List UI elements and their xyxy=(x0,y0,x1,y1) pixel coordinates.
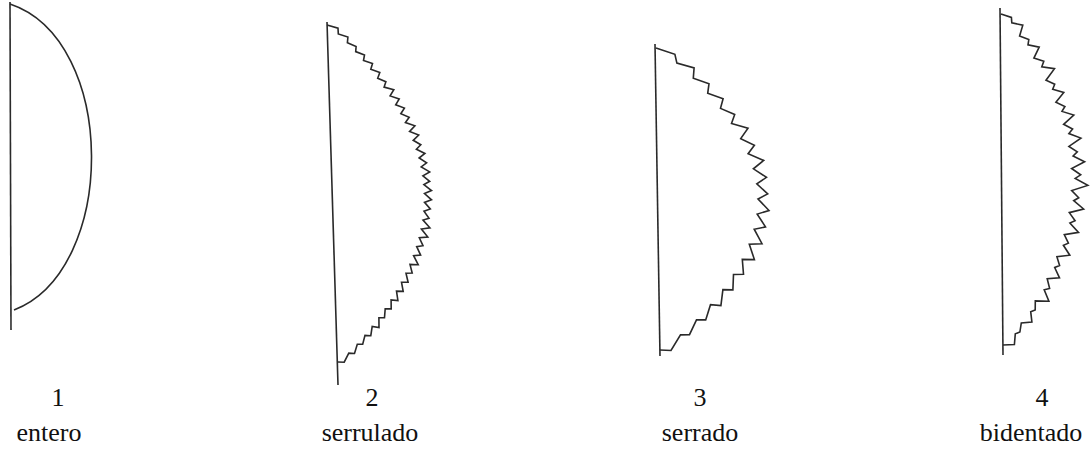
margin-name: bidentado xyxy=(980,420,1083,446)
margin-name: serrado xyxy=(662,420,739,446)
midrib xyxy=(1000,8,1003,355)
midrib xyxy=(10,2,11,330)
serrulate-margin xyxy=(327,25,432,362)
serrate-margin xyxy=(656,48,769,351)
entire-margin xyxy=(10,4,92,310)
callout-number: 2 xyxy=(366,385,379,411)
margin-name: entero xyxy=(17,420,82,446)
midrib xyxy=(655,44,660,356)
callout-number: 4 xyxy=(1036,385,1049,411)
callout-number: 3 xyxy=(694,385,707,411)
callout-number: 1 xyxy=(52,385,65,411)
midrib xyxy=(327,22,338,385)
margin-name: serrulado xyxy=(322,420,419,446)
biserrate-margin xyxy=(1001,14,1088,345)
